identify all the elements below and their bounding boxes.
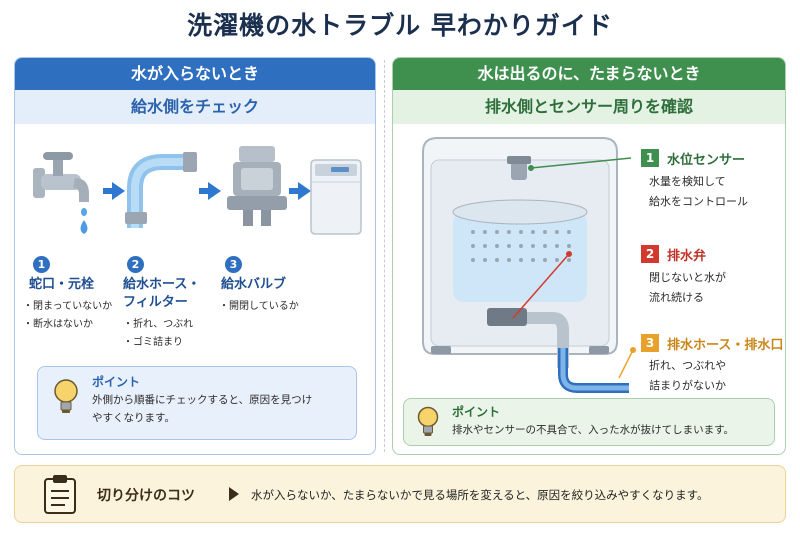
washing-machine-icon [310,159,362,235]
drain-hose-title: 排水ホース・排水口 [667,338,784,353]
tip-bar: 切り分けのコツ 水が入らないか、たまらないかで見る場所を変えると、原因を絞り込み… [14,465,786,523]
right-panel-header: 水は出るのに、たまらないとき [393,58,785,90]
step-1-number: 1 [33,256,50,273]
drain-valve-badge: 2 [641,245,659,263]
drain-valve-desc: 流れ続ける [649,291,704,304]
drain-hose-illustration [558,348,629,393]
step-3-title: 給水バルブ [221,277,287,292]
right-panel-water-not-retained: 水は出るのに、たまらないとき 排水側とセンサー周りを確認 1 水位センサー [392,57,786,455]
water-level-sensor-desc: 給水をコントロール [649,195,748,208]
water-level-sensor-desc: 水量を検知して [649,175,726,188]
leader-lines [512,157,636,379]
left-point-title: ポイント [92,375,141,389]
step-2-title: フィルター [123,295,188,310]
left-point-text: 外側から順番にチェックすると、原因を見つけ [92,394,313,406]
step-2-bullet: ・折れ、つぶれ [123,319,194,330]
right-panel-subheader: 排水側とセンサー周りを確認 [393,90,785,124]
step-3-number: 3 [225,256,242,273]
inlet-valve-icon [227,146,287,226]
left-panel-subheader: 給水側をチェック [15,90,375,124]
left-panel-water-not-entering: 水が入らないとき 給水側をチェック [14,57,376,455]
lightbulb-icon [54,379,78,413]
tip-label: 切り分けのコツ [97,488,195,504]
drain-hose-desc: 詰まりがないか [649,379,726,392]
page-title: 洗濯機の水トラブル 早わかりガイド [187,11,613,40]
step-1-title: 蛇口・元栓 [29,277,95,292]
supply-hose-icon [125,152,197,228]
step-1-bullet: ・閉まっていないか [23,301,113,312]
right-point-text: 排水やセンサーの不具合で、入った水が抜けてしまいます。 [452,424,735,436]
left-point-text: やすくなります。 [92,412,175,424]
left-panel-header: 水が入らないとき [15,58,375,90]
water-level-sensor-title: 水位センサー [667,153,746,168]
clipboard-icon [44,475,76,514]
tip-text: 水が入らないか、たまらないかで見る場所を変えると、原因を絞り込みやすくなります。 [251,488,709,502]
washer-cutaway-illustration [422,137,618,368]
drain-hose-desc: 折れ、つぶれや [649,359,727,372]
faucet-icon [33,152,89,234]
step-2-bullet: ・ゴミ詰まり [123,337,183,348]
right-point-title: ポイント [452,405,501,419]
step-3-bullet: ・開閉しているか [219,301,299,312]
sensor-badge: 1 [641,149,659,167]
panel-divider [384,60,385,452]
step-2-title: 給水ホース・ [123,277,201,292]
lightbulb-icon [417,406,439,436]
right-point-box: ポイント 排水やセンサーの不具合で、入った水が抜けてしまいます。 [403,398,775,446]
drain-valve-title: 排水弁 [667,249,707,264]
left-point-box: ポイント 外側から順番にチェックすると、原因を見つけ やすくなります。 [37,366,357,440]
play-arrow-icon [229,487,239,501]
drain-hose-badge: 3 [641,334,659,352]
drain-valve-desc: 閉じないと水が [649,271,726,284]
step-2-number: 2 [127,256,144,273]
step-1-bullet: ・断水はないか [23,319,93,330]
